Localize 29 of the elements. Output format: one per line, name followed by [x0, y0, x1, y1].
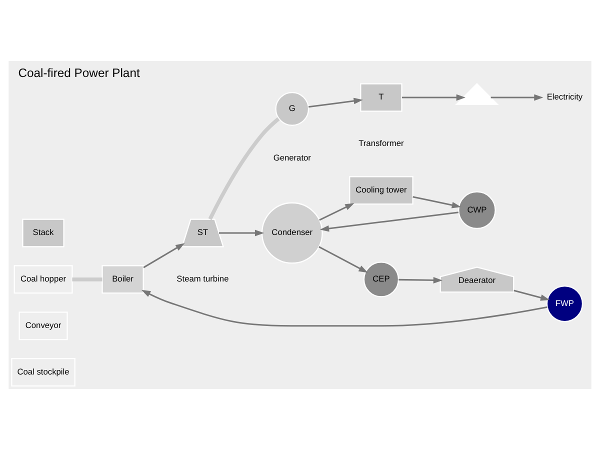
arrow: [412, 196, 462, 208]
arrow: [402, 94, 466, 101]
connector: [208, 117, 280, 220]
node-label: Steam turbine: [176, 274, 229, 284]
node-label: Transformer: [358, 138, 404, 148]
arrow: [143, 243, 185, 268]
connector: [72, 278, 102, 282]
arrow: [514, 290, 550, 301]
arrow: [141, 290, 548, 327]
arrow: [490, 94, 544, 101]
node-circle: G: [275, 92, 310, 126]
node-label: Generator: [273, 152, 311, 163]
node-text: Electricity: [546, 92, 583, 102]
node-circle: CWP: [458, 191, 496, 230]
node-box: Cooling tower: [349, 176, 414, 205]
node-box: Stack: [22, 218, 64, 248]
arrow: [308, 98, 363, 108]
arrow: [398, 277, 443, 284]
arrow: [319, 203, 354, 221]
arrow: [218, 230, 264, 236]
node-circle: FWP: [546, 285, 584, 322]
node-circle: Condenser: [261, 202, 323, 264]
diagram-title: Coal-fired Power Plant: [18, 66, 140, 80]
node-circle: CEP: [363, 262, 400, 298]
node-box: Boiler: [102, 265, 144, 294]
arrow: [318, 246, 368, 273]
node-box: T: [360, 83, 402, 112]
node-box: Coal hopper: [14, 265, 73, 294]
arrow: [320, 212, 459, 232]
